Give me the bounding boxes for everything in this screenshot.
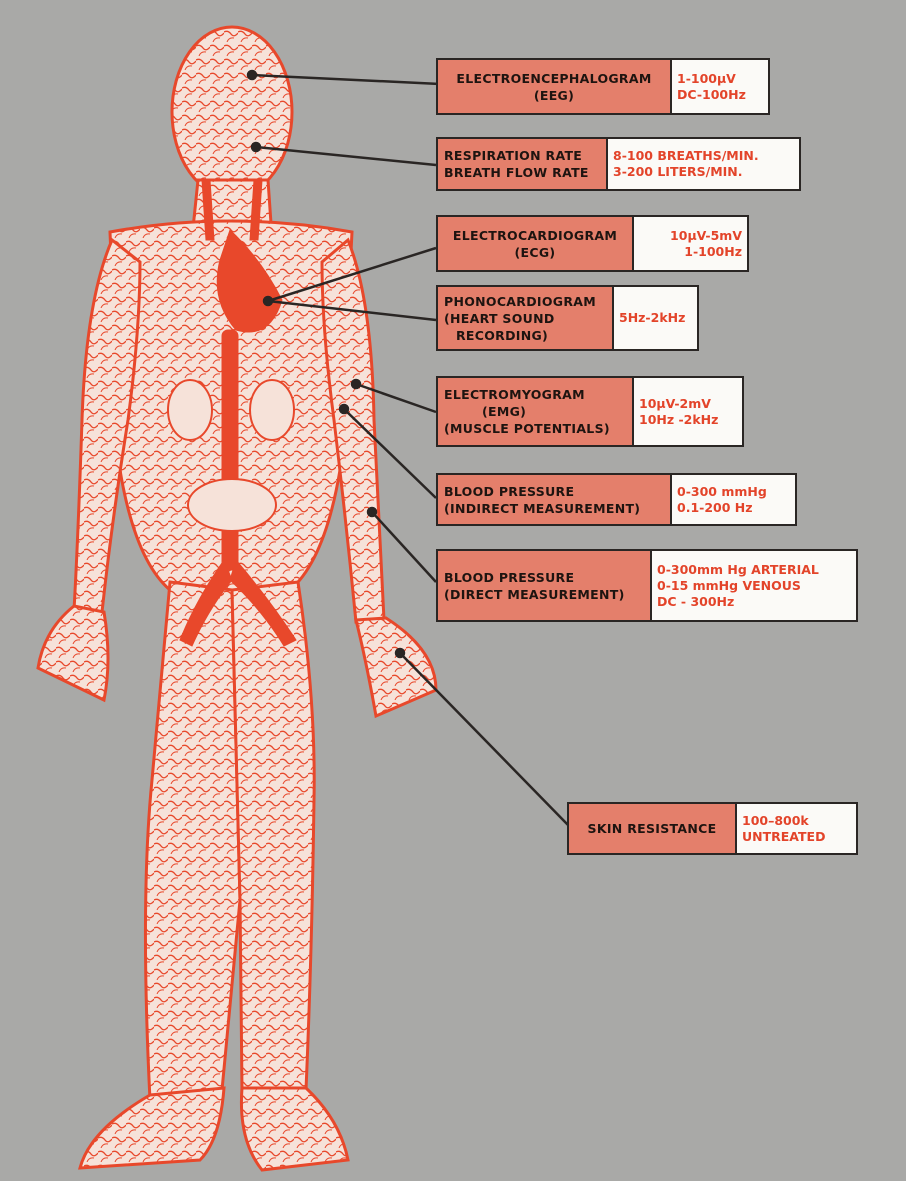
callout-respiration: RESPIRATION RATE BREATH FLOW RATE 8-100 … <box>436 137 801 191</box>
ecg-label: ELECTROCARDIOGRAM (ECG) <box>438 217 634 270</box>
ecg-range: 10μV-5mV 1-100Hz <box>634 217 747 270</box>
eeg-label: ELECTROENCEPHALOGRAM (EEG) <box>438 60 672 113</box>
respiration-label: RESPIRATION RATE BREATH FLOW RATE <box>438 139 608 189</box>
callout-bp-indirect: BLOOD PRESSURE (INDIRECT MEASUREMENT) 0-… <box>436 473 797 526</box>
skin-resistance-range: 100–800k UNTREATED <box>737 804 856 853</box>
emg-range: 10μV-2mV 10Hz -2kHz <box>634 378 742 445</box>
callout-emg: ELECTROMYOGRAM (EMG) (MUSCLE POTENTIALS)… <box>436 376 744 447</box>
emg-label: ELECTROMYOGRAM (EMG) (MUSCLE POTENTIALS) <box>438 378 634 445</box>
eeg-range: 1-100μV DC-100Hz <box>672 60 768 113</box>
skin-resistance-label: SKIN RESISTANCE <box>569 804 737 853</box>
bp-direct-range: 0-300mm Hg ARTERIAL 0-15 mmHg VENOUS DC … <box>652 551 856 620</box>
bp-direct-label: BLOOD PRESSURE (DIRECT MEASUREMENT) <box>438 551 652 620</box>
callout-eeg: ELECTROENCEPHALOGRAM (EEG) 1-100μV DC-10… <box>436 58 770 115</box>
bp-indirect-label: BLOOD PRESSURE (INDIRECT MEASUREMENT) <box>438 475 672 524</box>
pcg-range: 5Hz-2kHz <box>614 287 697 349</box>
respiration-range: 8-100 BREATHS/MIN. 3-200 LITERS/MIN. <box>608 139 799 189</box>
callout-skin-resistance: SKIN RESISTANCE 100–800k UNTREATED <box>567 802 858 855</box>
pcg-label: PHONOCARDIOGRAM (HEART SOUND RECORDING) <box>438 287 614 349</box>
callout-bp-direct: BLOOD PRESSURE (DIRECT MEASUREMENT) 0-30… <box>436 549 858 622</box>
callout-pcg: PHONOCARDIOGRAM (HEART SOUND RECORDING) … <box>436 285 699 351</box>
bp-indirect-range: 0-300 mmHg 0.1-200 Hz <box>672 475 795 524</box>
callout-ecg: ELECTROCARDIOGRAM (ECG) 10μV-5mV 1-100Hz <box>436 215 749 272</box>
